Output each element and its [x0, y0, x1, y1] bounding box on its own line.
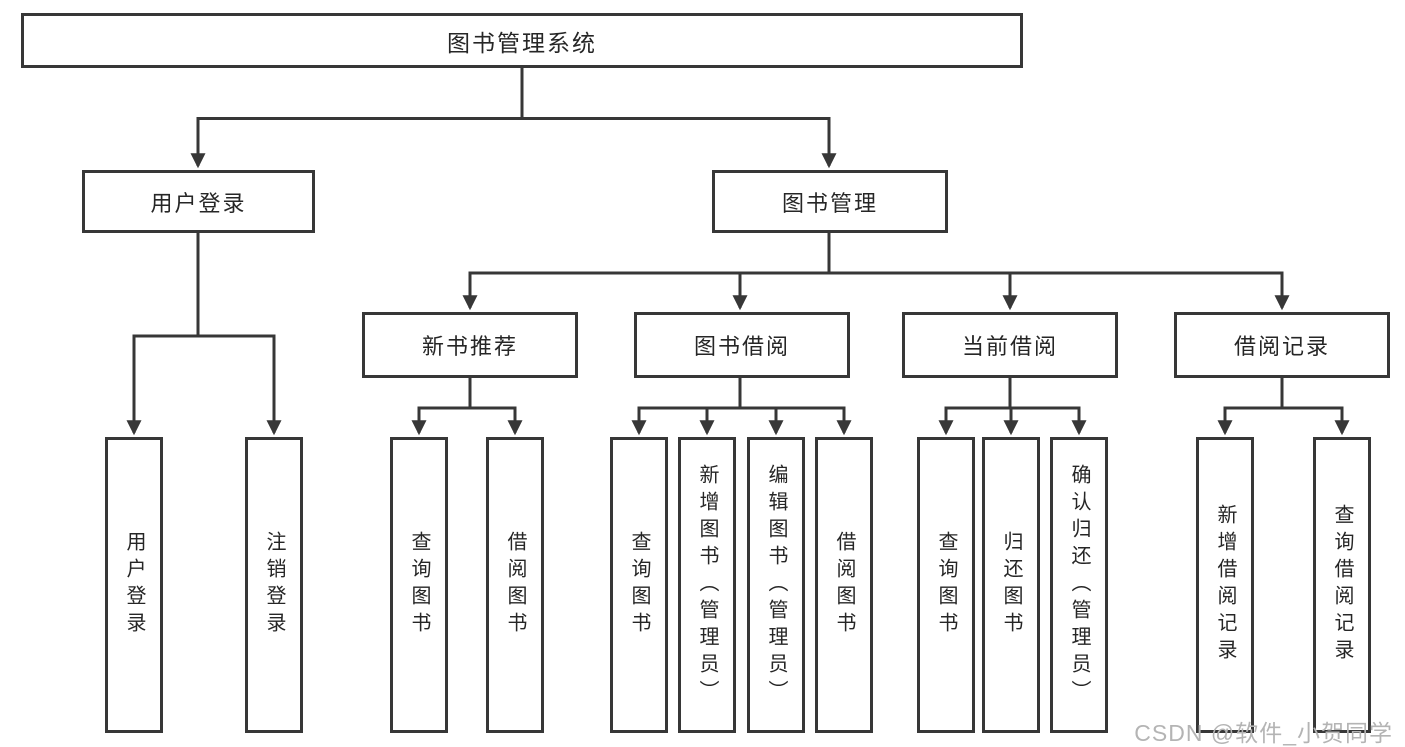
node-leaf-query-book-recommend: 查询图书 — [390, 437, 448, 733]
node-new-book-recommend-label: 新书推荐 — [421, 334, 518, 359]
node-leaf-return-book: 归还图书 — [982, 437, 1040, 733]
node-borrow-records-label: 借阅记录 — [1233, 334, 1330, 359]
node-leaf-add-book-admin: 新增图书（管理员） — [678, 437, 736, 733]
node-leaf-user-login: 用户登录 — [105, 437, 163, 733]
node-user-login-label: 用户登录 — [150, 190, 247, 216]
node-leaf-borrow-book-recommend-label: 借阅图书 — [504, 531, 526, 639]
node-leaf-logout: 注销登录 — [245, 437, 303, 733]
node-borrow-records: 借阅记录 — [1174, 312, 1390, 378]
node-current-borrow-label: 当前借阅 — [961, 334, 1058, 359]
node-new-book-recommend: 新书推荐 — [362, 312, 578, 378]
node-leaf-confirm-return-admin: 确认归还（管理员） — [1050, 437, 1108, 733]
node-leaf-borrow-book-label: 借阅图书 — [833, 531, 855, 639]
node-leaf-edit-book-admin: 编辑图书（管理员） — [747, 437, 805, 733]
node-leaf-confirm-return-admin-label: 确认归还（管理员） — [1068, 463, 1090, 707]
node-leaf-query-book-current: 查询图书 — [917, 437, 975, 733]
node-book-borrow: 图书借阅 — [634, 312, 850, 378]
node-user-login: 用户登录 — [82, 170, 315, 233]
node-leaf-logout-label: 注销登录 — [263, 531, 285, 639]
node-leaf-edit-book-admin-label: 编辑图书（管理员） — [765, 463, 787, 707]
node-book-borrow-label: 图书借阅 — [693, 334, 790, 359]
node-leaf-add-borrow-record-label: 新增借阅记录 — [1214, 504, 1236, 666]
node-leaf-borrow-book: 借阅图书 — [815, 437, 873, 733]
node-root-label: 图书管理系统 — [447, 29, 597, 56]
node-leaf-add-book-admin-label: 新增图书（管理员） — [696, 463, 718, 707]
node-book-management-label: 图书管理 — [781, 190, 878, 216]
node-leaf-query-book-borrow: 查询图书 — [610, 437, 668, 733]
node-leaf-query-book-borrow-label: 查询图书 — [628, 531, 650, 639]
node-root: 图书管理系统 — [21, 13, 1023, 68]
node-leaf-query-book-recommend-label: 查询图书 — [408, 531, 430, 639]
node-leaf-query-borrow-record-label: 查询借阅记录 — [1331, 504, 1353, 666]
node-current-borrow: 当前借阅 — [902, 312, 1118, 378]
node-leaf-borrow-book-recommend: 借阅图书 — [486, 437, 544, 733]
node-leaf-query-book-current-label: 查询图书 — [935, 531, 957, 639]
node-leaf-return-book-label: 归还图书 — [1000, 531, 1022, 639]
node-leaf-user-login-label: 用户登录 — [123, 531, 145, 639]
node-leaf-add-borrow-record: 新增借阅记录 — [1196, 437, 1254, 733]
node-leaf-query-borrow-record: 查询借阅记录 — [1313, 437, 1371, 733]
node-book-management: 图书管理 — [712, 170, 948, 233]
watermark: CSDN @软件_小贺同学 — [1134, 720, 1393, 746]
